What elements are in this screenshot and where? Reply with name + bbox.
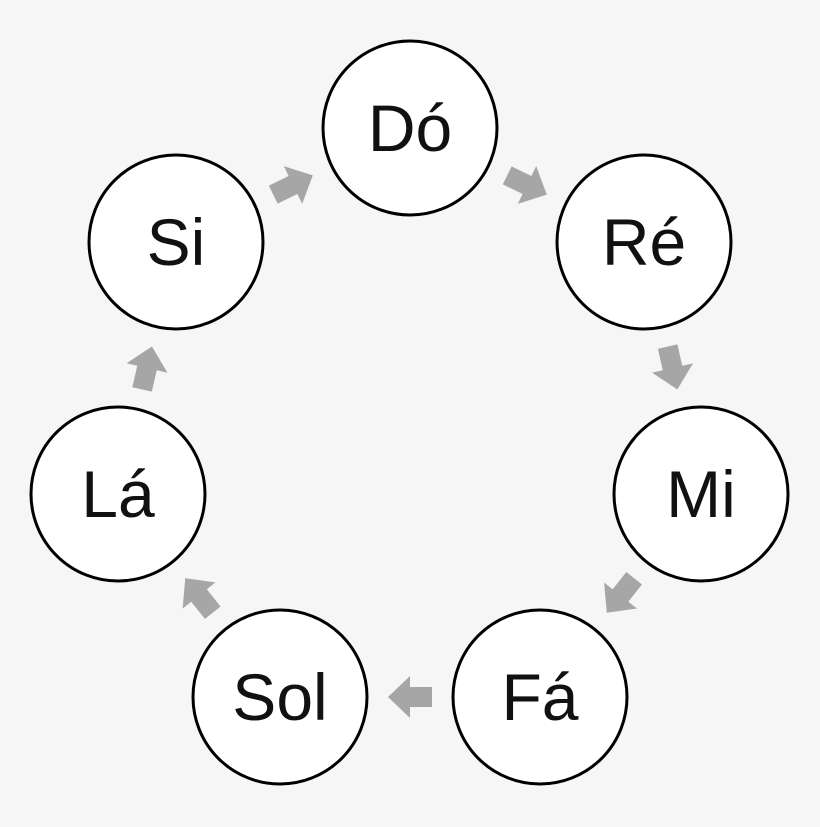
node-re: Ré <box>555 153 733 331</box>
node-si-circle <box>87 153 265 331</box>
arrow-fa-to-sol-icon <box>388 676 432 718</box>
node-sol-circle <box>191 608 369 786</box>
node-la-circle <box>29 405 207 583</box>
node-sol: Sol <box>191 608 369 786</box>
node-fa: Fá <box>451 608 629 786</box>
node-la-label: Lá <box>81 457 155 531</box>
node-do-circle <box>321 39 499 217</box>
arrow-mi-to-fa-icon <box>604 572 643 613</box>
node-mi-circle <box>612 405 790 583</box>
arrows-layer <box>126 166 693 718</box>
node-do: Dó <box>321 39 499 217</box>
node-do-label: Dó <box>368 91 452 165</box>
arrow-sol-to-la-icon <box>182 578 221 619</box>
node-fa-label: Fá <box>501 660 578 734</box>
node-re-label: Ré <box>602 205 686 279</box>
arrow-la-to-si-icon <box>126 346 168 392</box>
node-re-circle <box>555 153 733 331</box>
arrow-re-to-mi-icon <box>652 344 693 390</box>
node-sol-label: Sol <box>232 660 327 734</box>
node-mi-label: Mi <box>666 457 736 531</box>
arrow-do-to-re-icon <box>502 166 547 204</box>
node-mi: Mi <box>612 405 790 583</box>
node-fa-circle <box>451 608 629 786</box>
node-la: Lá <box>29 405 207 583</box>
nodes-layer: Dó Ré Mi Fá Sol Lá Si <box>29 39 790 786</box>
arrow-si-to-do-icon <box>268 166 313 204</box>
node-si: Si <box>87 153 265 331</box>
node-si-label: Si <box>147 205 206 279</box>
